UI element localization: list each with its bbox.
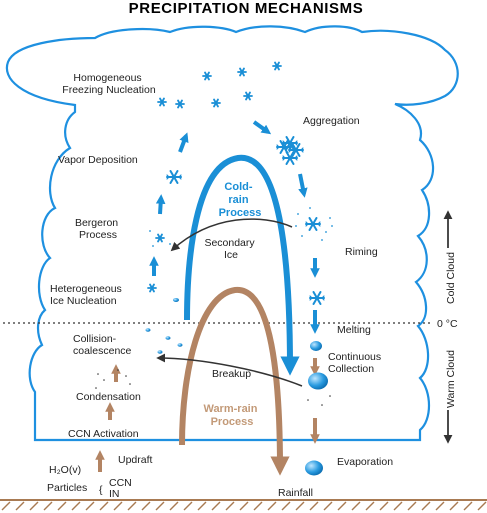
diagram-title: PRECIPITATION MECHANISMS bbox=[129, 0, 364, 17]
updraft-label: Updraft bbox=[118, 454, 153, 466]
zero-c-label: 0 °C bbox=[437, 318, 458, 330]
secondary-ice-label: Secondary Ice bbox=[204, 237, 257, 261]
cold-step-arrows bbox=[149, 120, 320, 334]
vapor-deposition-label: Vapor Deposition bbox=[58, 154, 138, 166]
warm-rain-process-arrow bbox=[179, 286, 290, 476]
raindrops bbox=[305, 341, 328, 476]
homogeneous-label: Homogeneous Freezing Nucleation bbox=[62, 72, 156, 96]
ground bbox=[0, 499, 487, 511]
cloud-droplets bbox=[95, 298, 331, 406]
heterogeneous-label: Heterogeneous Ice Nucleation bbox=[50, 283, 125, 307]
continuous-collection-label: Continuous Collection bbox=[328, 351, 384, 375]
collision-label: Collision- coalescence bbox=[73, 333, 132, 357]
riming-label: Riming bbox=[345, 246, 378, 258]
rime-dots bbox=[149, 207, 333, 247]
ccn-label: CCN bbox=[109, 477, 132, 489]
condensation-label: Condensation bbox=[76, 391, 141, 403]
ccn-activation-label: CCN Activation bbox=[68, 428, 139, 440]
cloud-outline bbox=[5, 25, 459, 442]
cold-cloud-axis: Cold Cloud bbox=[443, 210, 457, 304]
bergeron-label: Bergeron Process bbox=[75, 217, 121, 241]
svg-text:Cold Cloud: Cold Cloud bbox=[445, 252, 457, 304]
svg-text:Warm Cloud: Warm Cloud bbox=[445, 350, 457, 408]
secondary-ice-arrow bbox=[170, 218, 293, 252]
h2o-label: H₂O(v) bbox=[49, 464, 81, 476]
warm-rain-process-label: Warm-rain Process bbox=[203, 403, 260, 428]
evaporation-label: Evaporation bbox=[337, 456, 393, 468]
warm-cloud-axis: Warm Cloud bbox=[443, 350, 457, 444]
breakup-arrow bbox=[156, 353, 303, 387]
warm-step-arrows bbox=[95, 358, 320, 472]
cold-rain-process-label: Cold- rain Process bbox=[219, 181, 262, 219]
rainfall-label: Rainfall bbox=[278, 487, 313, 499]
breakup-label: Breakup bbox=[212, 368, 251, 380]
in-label: IN bbox=[109, 488, 120, 500]
aggregation-label: Aggregation bbox=[303, 115, 360, 127]
cold-rain-process-arrow bbox=[184, 154, 300, 376]
particles-label: Particles bbox=[47, 482, 87, 494]
melting-label: Melting bbox=[337, 324, 371, 336]
brace: { bbox=[99, 484, 103, 496]
